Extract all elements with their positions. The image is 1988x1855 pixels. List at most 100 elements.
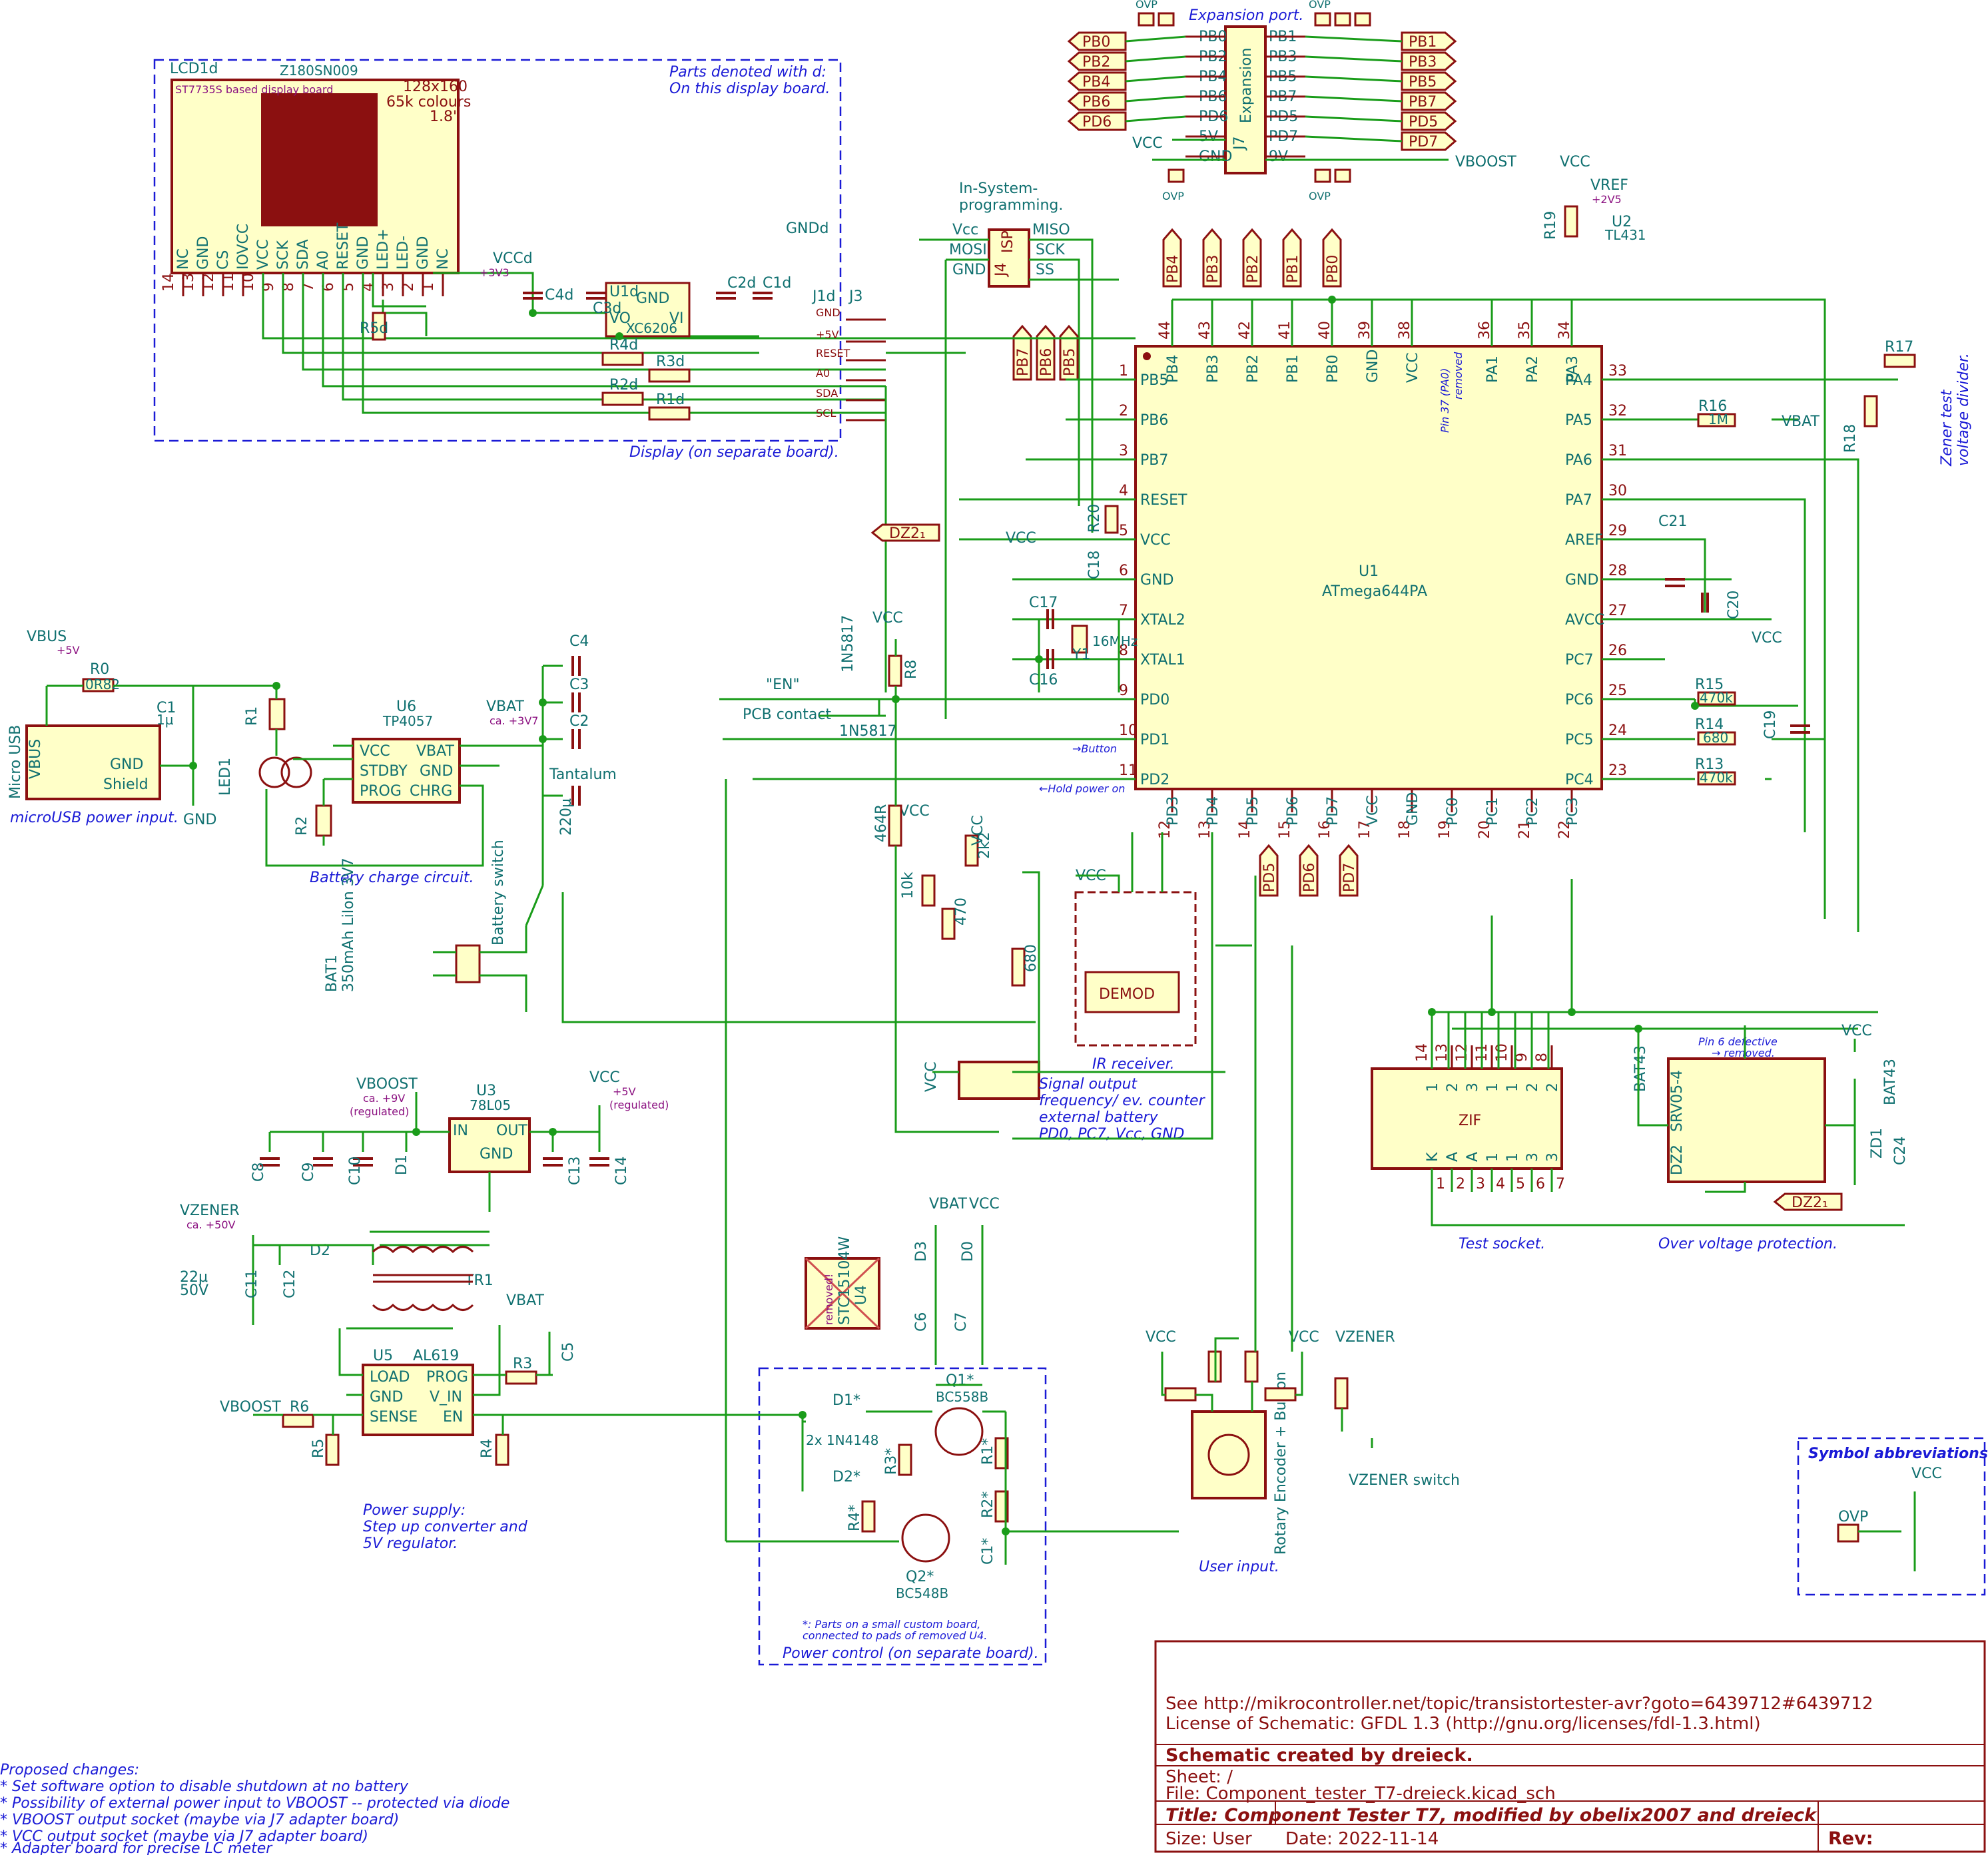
zif-pin-name: A bbox=[1445, 1152, 1461, 1162]
r-464r: 464R bbox=[873, 804, 890, 842]
glabel-bottom: PD6 bbox=[1301, 863, 1318, 892]
vcc-r19: VCC bbox=[1560, 154, 1590, 170]
proposed-5: * Adapter board for precise LC meter bbox=[0, 1840, 273, 1855]
mcu-pin-num: 7 bbox=[1119, 603, 1128, 619]
r15-val: 470k bbox=[1700, 690, 1733, 706]
c20-ref: C20 bbox=[1726, 591, 1742, 619]
u1d-body bbox=[605, 282, 691, 338]
mcu-pin-num: 6 bbox=[1119, 563, 1128, 579]
mcu-pin-num: 8 bbox=[1119, 643, 1128, 659]
c6-ref: C6 bbox=[913, 1312, 930, 1332]
zif-pin-num: 5 bbox=[1516, 1176, 1525, 1192]
glabel-text: PD6 bbox=[1082, 114, 1112, 131]
r-10k-a: 10k bbox=[900, 872, 916, 899]
mcu-pin-name: PC7 bbox=[1565, 652, 1594, 668]
u5-prog: PROG bbox=[426, 1369, 468, 1386]
bat1-ref: BAT1 bbox=[324, 955, 340, 992]
vcc-enc-a: VCC bbox=[1146, 1329, 1176, 1346]
r3d-ref: R3d bbox=[656, 354, 685, 370]
pin37-note-b: removed bbox=[1452, 352, 1465, 399]
r8-ref: R8 bbox=[903, 660, 920, 679]
zif-pin-name: 2 bbox=[1544, 1083, 1561, 1092]
r17-ref: R17 bbox=[1885, 339, 1913, 356]
c4-ref: C4 bbox=[569, 633, 589, 650]
mcu-pin-name: XTAL2 bbox=[1140, 612, 1185, 629]
c11-ref: C11 bbox=[244, 1270, 260, 1298]
lcd-pin-num: 5 bbox=[340, 282, 357, 292]
vcc-r8: VCC bbox=[872, 610, 903, 627]
isp-vcc: Vcc bbox=[952, 222, 978, 238]
ovp-box bbox=[1334, 12, 1351, 27]
zif-pin-name: 3 bbox=[1465, 1083, 1481, 1092]
mcu-pin-name: PA6 bbox=[1565, 452, 1592, 469]
j1-signal-3: A0 bbox=[816, 367, 830, 380]
zif-pin-num: 2 bbox=[1456, 1176, 1465, 1192]
u3-in: IN bbox=[453, 1123, 468, 1139]
r4s-ref: R4* bbox=[846, 1505, 863, 1531]
j1-signal-4: SDA bbox=[816, 387, 838, 399]
user-input-caption: User input. bbox=[1199, 1559, 1279, 1575]
u5-name: AL619 bbox=[413, 1348, 459, 1364]
ovp-box bbox=[1158, 12, 1175, 27]
tb-sheet: Sheet: / bbox=[1165, 1767, 1233, 1787]
glabel bbox=[1401, 111, 1457, 131]
vbat-r16: VBAT bbox=[1782, 413, 1820, 430]
c-220u: 220µ bbox=[558, 798, 575, 836]
vbus-label: VBUS bbox=[27, 629, 67, 645]
mcu-pin-num: 26 bbox=[1608, 643, 1627, 659]
mcu-pin-name: XTAL1 bbox=[1140, 652, 1185, 668]
lcd-pin-name: GND bbox=[195, 236, 212, 270]
r13-ref: R13 bbox=[1695, 756, 1724, 773]
r0-ref: R0 bbox=[90, 661, 109, 678]
tb-title: Title: Component Tester T7, modified by … bbox=[1165, 1805, 1818, 1826]
d-1n5817-b: 1N5817 bbox=[839, 723, 896, 740]
glabel-bottom: PD7 bbox=[1341, 863, 1358, 892]
ovp-label: OVP bbox=[1136, 0, 1158, 11]
power-control-section: Power control (on separate board). *: Pa… bbox=[725, 779, 1179, 1666]
glabel bbox=[1401, 31, 1457, 51]
ir-caption: IR receiver. bbox=[1092, 1056, 1175, 1073]
signal-section: Signal output frequency/ ev. counter ext… bbox=[900, 815, 1225, 1143]
glabel-top: PB2 bbox=[1245, 255, 1261, 283]
tb-file: File: Component_tester_T7-dreieck.kicad_… bbox=[1165, 1784, 1556, 1804]
lcd-pin-name: RESET bbox=[335, 222, 352, 270]
mcu-pin-name: PD1 bbox=[1140, 732, 1169, 748]
ovp-label: OVP bbox=[1309, 190, 1331, 202]
vcc-pc: VCC bbox=[969, 1196, 1000, 1212]
u6-vcc: VCC bbox=[360, 743, 390, 760]
test-socket-section: ZIF Test socket. 14113212311110192821K2A… bbox=[1371, 879, 1909, 1252]
mcu-pin-name: PC4 bbox=[1565, 772, 1594, 788]
svg-text:DZ2₁: DZ2₁ bbox=[889, 525, 926, 542]
q1-ref: Q1* bbox=[946, 1372, 974, 1389]
u5-vin: V_IN bbox=[430, 1389, 462, 1406]
plus3v3-label: +3V3 bbox=[480, 266, 509, 279]
mcu-pin-num: 3 bbox=[1119, 443, 1128, 459]
signal-caption-4: PD0, PC7, Vcc, GND bbox=[1039, 1126, 1184, 1143]
zif-pin-num: 12 bbox=[1454, 1043, 1471, 1062]
mcu-pin-num: 27 bbox=[1608, 603, 1627, 619]
bat1-info: 350mAh LiIon 3V7 bbox=[340, 858, 357, 992]
r3-ref: R3 bbox=[513, 1356, 532, 1372]
mcu-pin-num: 30 bbox=[1608, 483, 1627, 499]
lcd-pin-num: 2 bbox=[400, 282, 417, 292]
glabel-text: PD5 bbox=[1409, 114, 1438, 131]
lcd-ref: LCD1d bbox=[170, 61, 218, 77]
zif-body bbox=[1371, 1067, 1563, 1170]
power-caption-3: 5V regulator. bbox=[363, 1535, 458, 1552]
mcu-pin-name: PA3 bbox=[1564, 356, 1581, 383]
lcd-pin-name: SDA bbox=[295, 239, 312, 270]
glabel bbox=[1401, 71, 1457, 91]
d-1n5817-a: 1N5817 bbox=[840, 615, 856, 672]
abbrev-title: Symbol abbreviations: bbox=[1808, 1446, 1988, 1462]
r14-val: 680 bbox=[1703, 730, 1728, 746]
vcc-enc-b: VCC bbox=[1289, 1329, 1319, 1346]
c16-ref: C16 bbox=[1029, 672, 1058, 688]
lcd-pin-name: NC bbox=[435, 248, 452, 270]
c13-ref: C13 bbox=[567, 1157, 583, 1185]
j7-body bbox=[1224, 25, 1267, 174]
u1-name: ATmega644PA bbox=[1322, 583, 1427, 600]
pin6-note: Pin 6 defective bbox=[1698, 1035, 1778, 1048]
mcu-pin-name: AVCC bbox=[1565, 612, 1604, 629]
